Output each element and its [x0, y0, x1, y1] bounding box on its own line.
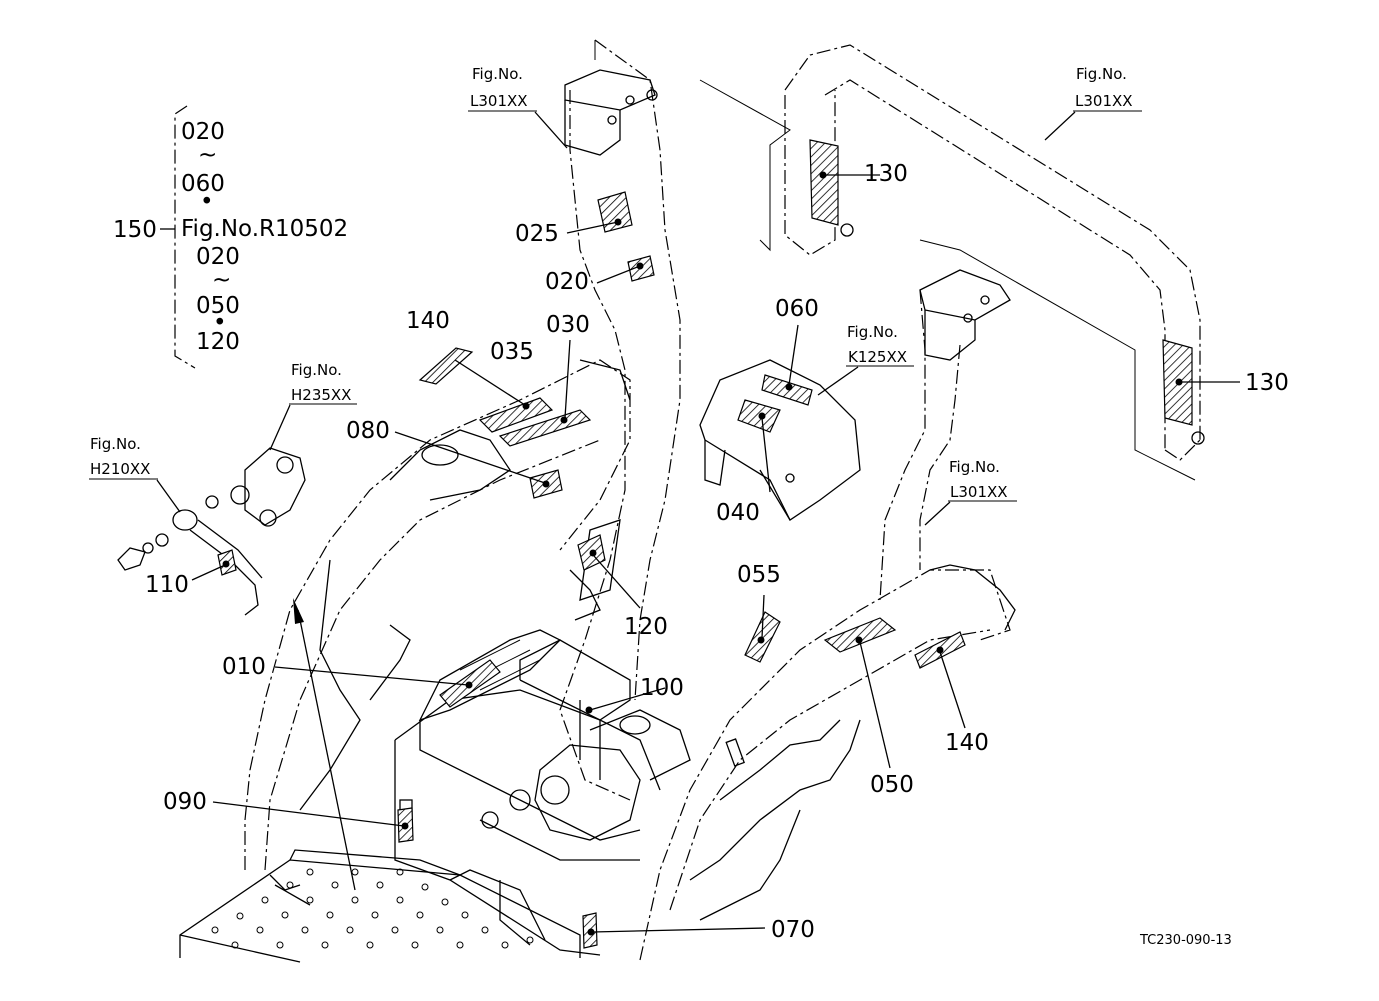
callout-130-lower: 130 — [1245, 370, 1289, 396]
figure-references: Fig.No. L301XX Fig.No. L301XX Fig.No. K1… — [90, 65, 1133, 501]
callout-010: 010 — [222, 654, 266, 680]
callout-120: 120 — [624, 614, 668, 640]
bracket-line-3: 060 — [181, 171, 225, 197]
callout-100: 100 — [640, 675, 684, 701]
left-fender — [244, 359, 631, 871]
callout-050: 050 — [870, 772, 914, 798]
fig-ref-1-code: L301XX — [470, 92, 528, 110]
floor-plate — [179, 849, 581, 963]
cover-k125 — [699, 359, 861, 521]
decal-025 — [597, 191, 633, 233]
fig-ref-5-code: H235XX — [291, 386, 351, 404]
fig-ref-3-code: K125XX — [848, 348, 907, 366]
decal-130-left — [809, 139, 839, 226]
rops-left-post — [559, 39, 681, 801]
callout-060: 060 — [775, 296, 819, 322]
callout-130-upper: 130 — [864, 161, 908, 187]
decal-030 — [498, 409, 592, 447]
decal-060 — [761, 374, 813, 406]
bracket-group-150: 020 ~ 060 • Fig.No.R10502 020 ~ 050 • 12… — [160, 105, 348, 369]
decal-050 — [823, 617, 897, 653]
leader-lines — [89, 110, 1240, 936]
callout-140-upper: 140 — [406, 308, 450, 334]
fig-ref-5-label: Fig.No. — [291, 361, 342, 379]
machine-drawing — [117, 39, 1205, 963]
bracket-line-10: 120 — [196, 329, 240, 355]
callout-080: 080 — [346, 418, 390, 444]
drawing-code: TC230-090-13 — [1139, 933, 1232, 948]
callout-040: 040 — [716, 500, 760, 526]
bracket-line-7: ~ — [212, 267, 231, 293]
callout-150: 150 — [113, 217, 157, 243]
callout-090: 090 — [163, 789, 207, 815]
bracket-line-6: 020 — [196, 244, 240, 270]
right-frame — [639, 564, 1016, 961]
bracket-line-2: ~ — [198, 142, 217, 168]
decal-patches — [217, 139, 1193, 949]
bracket-line-5: Fig.No.R10502 — [181, 216, 348, 242]
callout-110: 110 — [145, 572, 189, 598]
fig-ref-2-code: L301XX — [1075, 92, 1133, 110]
callout-025: 025 — [515, 221, 559, 247]
callout-030: 030 — [546, 312, 590, 338]
bracket-line-1: 020 — [181, 119, 225, 145]
decal-035 — [478, 397, 554, 433]
bracket-line-8: 050 — [196, 293, 240, 319]
bracket-line-4: • — [200, 189, 214, 215]
fig-ref-4-code: L301XX — [950, 483, 1008, 501]
fig-ref-6-label: Fig.No. — [90, 435, 141, 453]
rops-upper-hoop — [594, 40, 1205, 481]
rops-right-post — [879, 269, 1011, 601]
fig-ref-4-label: Fig.No. — [949, 458, 1000, 476]
fig-ref-1-label: Fig.No. — [472, 65, 523, 83]
fig-ref-3-label: Fig.No. — [847, 323, 898, 341]
fitting-assembly — [117, 447, 306, 616]
callout-140-lower: 140 — [945, 730, 989, 756]
callout-055: 055 — [737, 562, 781, 588]
fig-ref-2-label: Fig.No. — [1076, 65, 1127, 83]
callout-020: 020 — [545, 269, 589, 295]
callout-035: 035 — [490, 339, 534, 365]
fig-ref-6-code: H210XX — [90, 460, 150, 478]
callout-070: 070 — [771, 917, 815, 943]
center-console — [394, 629, 691, 956]
callouts: 150 025 020 130 130 140 035 030 080 060 … — [113, 161, 1289, 943]
bracket-line-9: • — [213, 310, 227, 336]
decal-140-left — [418, 347, 474, 385]
